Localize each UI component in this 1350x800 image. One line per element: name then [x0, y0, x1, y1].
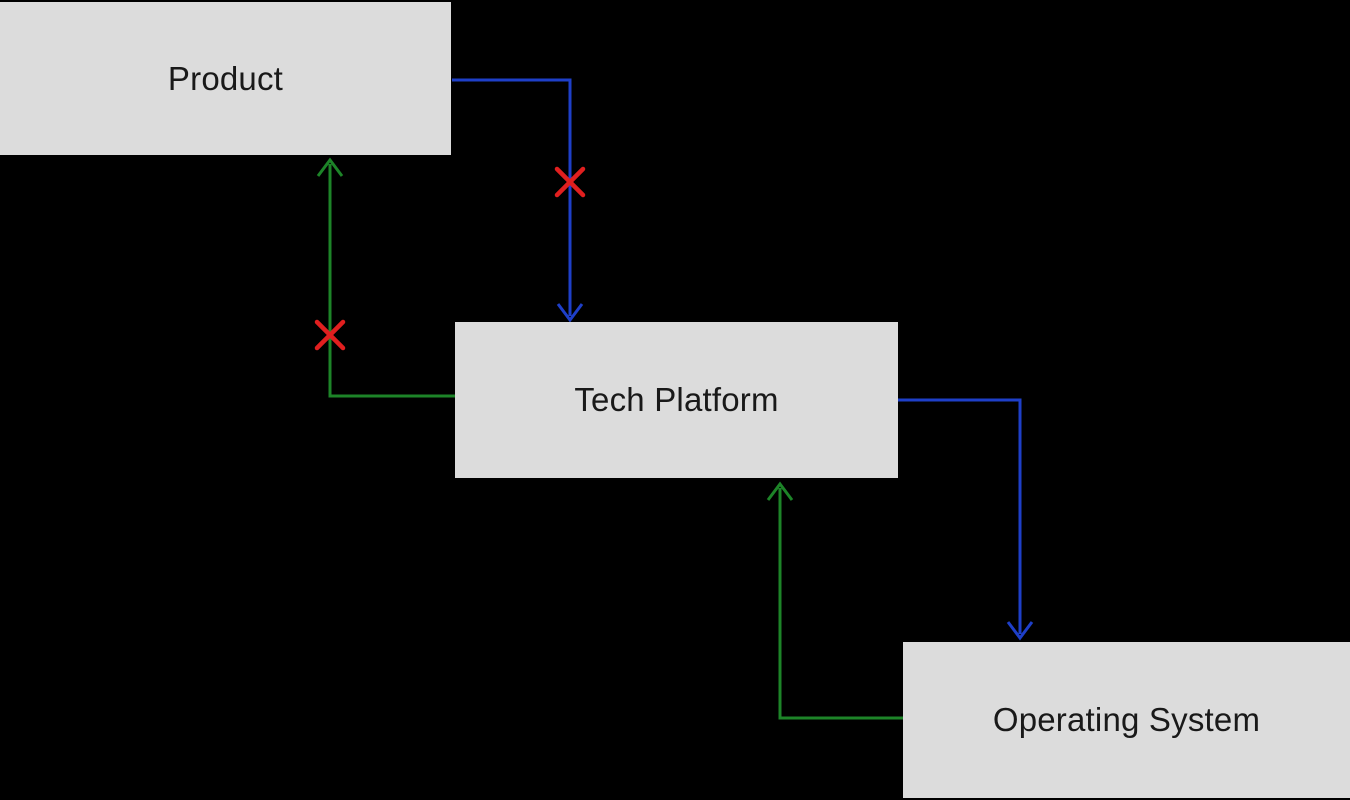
node-product-label: Product: [167, 59, 284, 97]
x-stroke: [314, 319, 346, 351]
node-product: Product: [0, 2, 451, 155]
edge-line: [328, 164, 455, 398]
arrowhead-up-icon: [766, 481, 794, 501]
arrowhead-down-icon: [556, 303, 584, 323]
arrowhead-down-icon: [1006, 621, 1034, 641]
node-operating-system-label: Operating System: [992, 701, 1261, 738]
edge-operating-system-to-tech-platform: [766, 481, 903, 720]
edge-tech-platform-to-product: [316, 157, 455, 398]
blocked-x-icon-product-to-tech: [554, 166, 586, 198]
edge-line: [452, 78, 572, 316]
node-operating-system: Operating System: [903, 642, 1350, 798]
node-tech-platform-label: Tech Platform: [574, 381, 779, 418]
arrowhead-up-icon: [316, 157, 344, 177]
edge-line: [898, 398, 1022, 634]
edge-tech-platform-to-operating-system: [898, 398, 1034, 641]
blocked-x-icon-tech-to-product: [314, 319, 346, 351]
edge-line: [778, 488, 903, 720]
x-stroke: [554, 166, 586, 198]
node-tech-platform: Tech Platform: [455, 322, 898, 478]
edge-product-to-tech-platform: [452, 78, 584, 323]
